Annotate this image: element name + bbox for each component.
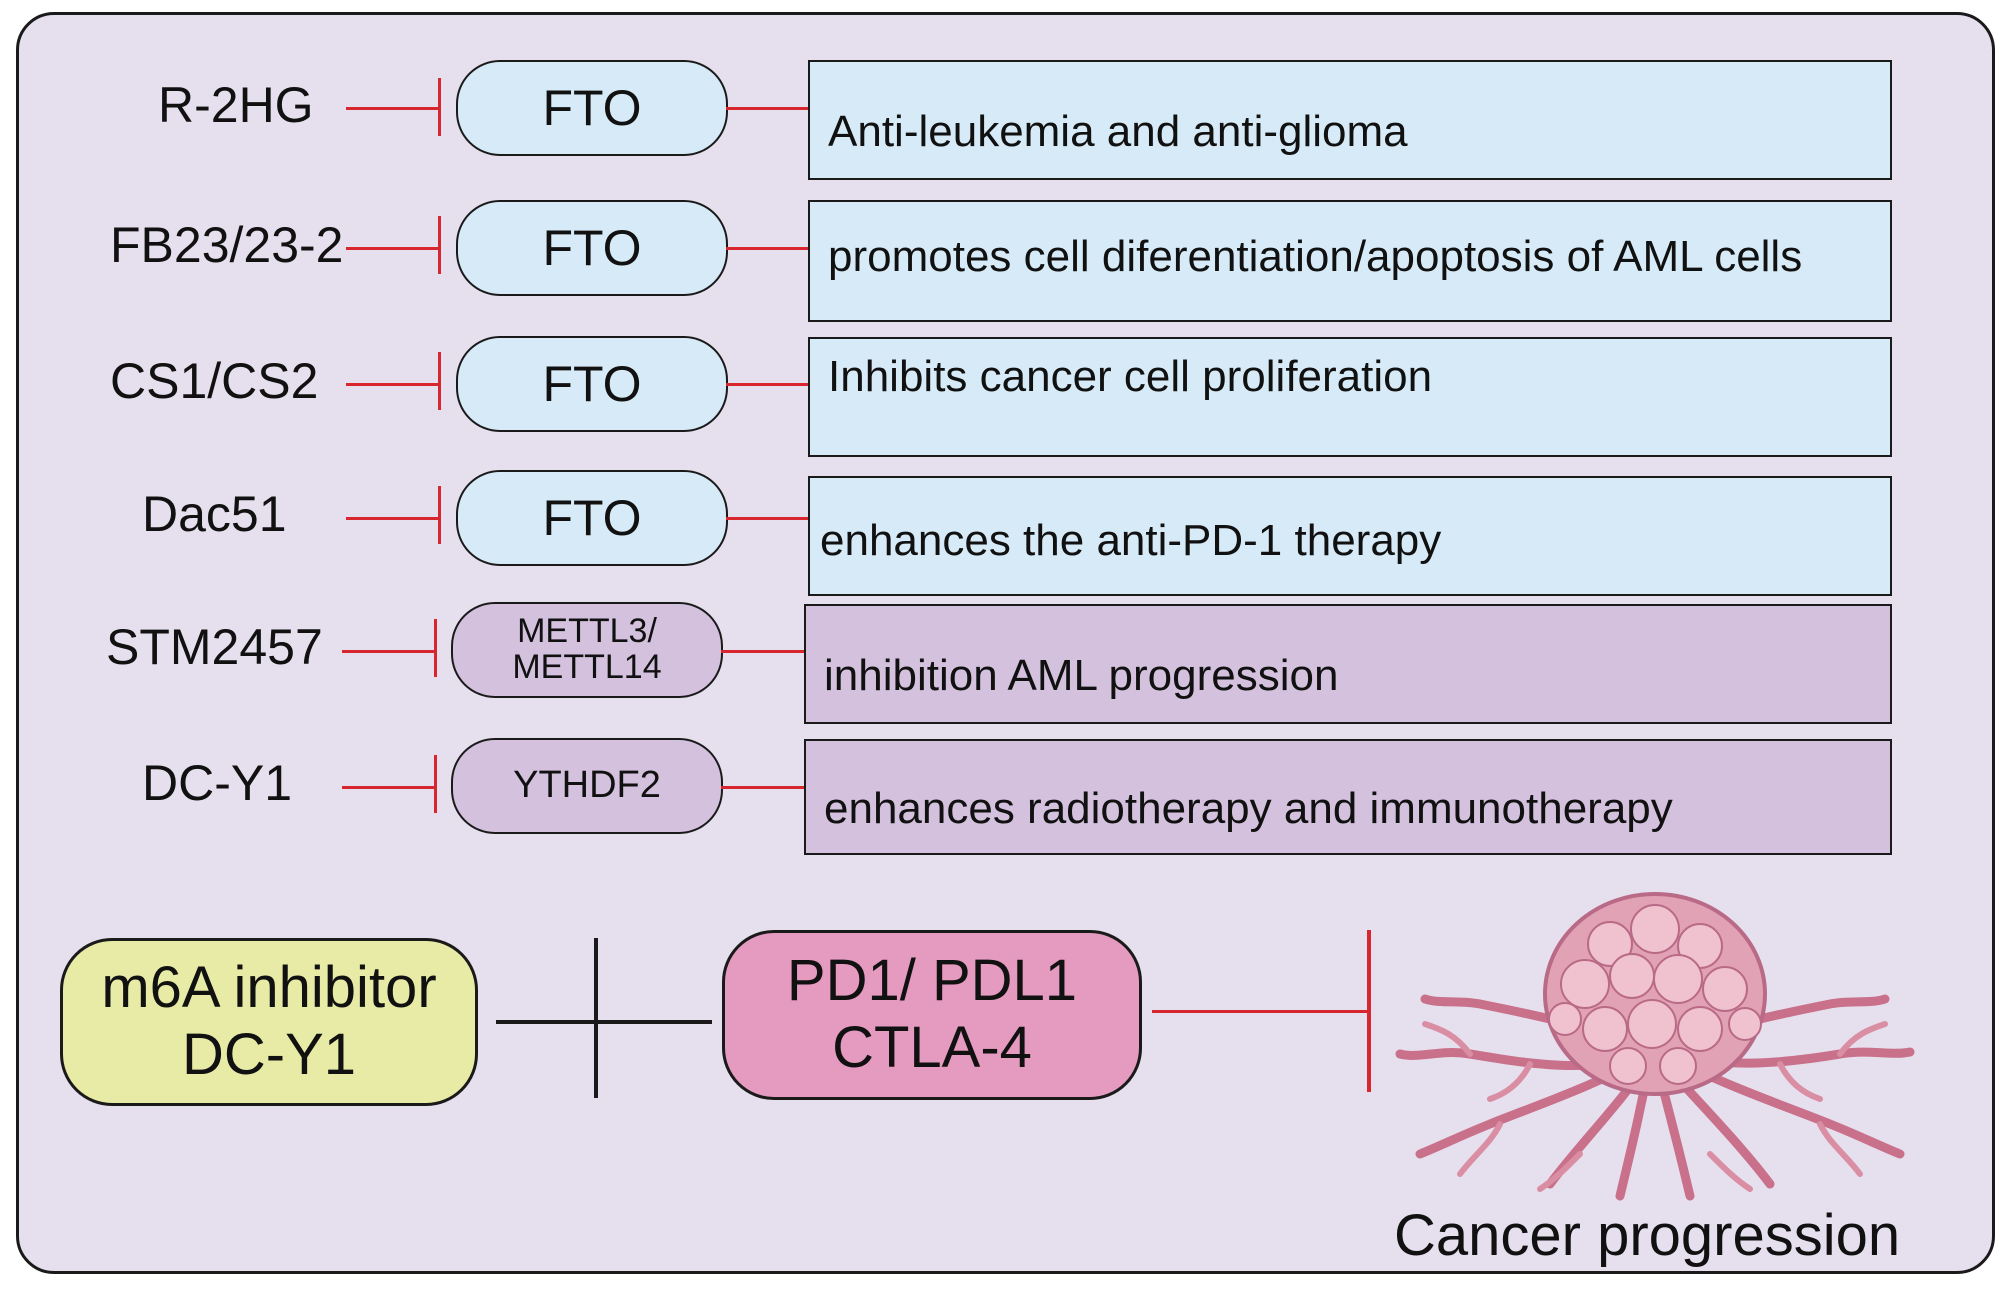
tumor-cell-illustration	[1395, 892, 1915, 1201]
inhibition-line	[346, 383, 440, 386]
target-label-line1: METTL3/	[517, 612, 657, 651]
effect-text: Inhibits cancer cell proliferation	[828, 352, 1433, 401]
effect-text: enhances radiotherapy and immunotherapy	[824, 784, 1673, 833]
effect-box: promotes cell diferentiation/apoptosis o…	[808, 200, 1892, 322]
inhibition-line	[1152, 1010, 1368, 1013]
drug-label-cs1cs2: CS1/CS2	[110, 353, 319, 409]
effect-text: inhibition AML progression	[824, 651, 1339, 700]
effect-text: promotes cell diferentiation/apoptosis o…	[828, 232, 1803, 281]
inhibition-bar	[438, 216, 441, 274]
inhibition-bar	[438, 486, 441, 544]
connector-line	[726, 247, 810, 250]
connector-line	[726, 107, 810, 110]
effect-text: Anti-leukemia and anti-glioma	[828, 107, 1408, 156]
target-pill-mettl3-mettl14: METTL3/ METTL14	[451, 602, 723, 698]
effect-box: Anti-leukemia and anti-glioma	[808, 60, 1892, 180]
target-pill-fto: FTO	[456, 470, 728, 566]
inhibition-bar	[438, 78, 441, 136]
m6a-inhibitor-box: m6A inhibitor DC-Y1	[60, 938, 478, 1106]
checkpoint-line2: CTLA-4	[832, 1015, 1032, 1080]
effect-box: enhances radiotherapy and immunotherapy	[804, 739, 1892, 855]
effect-text: enhances the anti-PD-1 therapy	[820, 516, 1442, 565]
inhibition-bar	[1367, 930, 1371, 1092]
target-label: FTO	[542, 79, 642, 136]
drug-label-r2hg: R-2HG	[158, 77, 314, 133]
drug-label-stm2457: STM2457	[106, 619, 323, 675]
target-pill-fto: FTO	[456, 336, 728, 432]
effect-box: enhances the anti-PD-1 therapy	[808, 476, 1892, 596]
effect-box: inhibition AML progression	[804, 604, 1892, 724]
drug-label-dc-y1: DC-Y1	[142, 755, 293, 811]
drug-label-fb23: FB23/23-2	[110, 217, 344, 273]
cancer-progression-label: Cancer progression	[1394, 1203, 1901, 1268]
inhibition-bar	[434, 755, 437, 813]
inhibition-line	[342, 786, 436, 789]
checkpoint-line1: PD1/ PDL1	[786, 948, 1078, 1014]
target-label: FTO	[542, 219, 642, 276]
target-pill-ythdf2: YTHDF2	[451, 738, 723, 834]
effect-box: Inhibits cancer cell proliferation	[808, 337, 1892, 457]
inhibition-bar	[434, 619, 437, 677]
target-label: YTHDF2	[513, 764, 661, 807]
connector-line	[726, 517, 810, 520]
inhibition-line	[346, 247, 440, 250]
inhibition-bar	[438, 352, 441, 410]
target-label: FTO	[542, 489, 642, 546]
inhibition-line	[342, 650, 436, 653]
target-label-line2: METTL14	[512, 648, 662, 686]
checkpoint-box: PD1/ PDL1 CTLA-4	[722, 930, 1142, 1100]
connector-line	[721, 650, 805, 653]
block-bar	[594, 938, 598, 1098]
inhibition-line	[346, 517, 440, 520]
target-pill-fto: FTO	[456, 60, 728, 156]
drug-label-dac51: Dac51	[142, 486, 287, 542]
block-line	[496, 1020, 712, 1024]
inhibitor-line2: DC-Y1	[181, 1022, 357, 1087]
connector-line	[721, 786, 805, 789]
connector-line	[726, 383, 810, 386]
target-pill-fto: FTO	[456, 200, 728, 296]
target-label: FTO	[542, 355, 642, 412]
inhibition-line	[346, 107, 440, 110]
inhibitor-line1: m6A inhibitor	[101, 955, 437, 1021]
